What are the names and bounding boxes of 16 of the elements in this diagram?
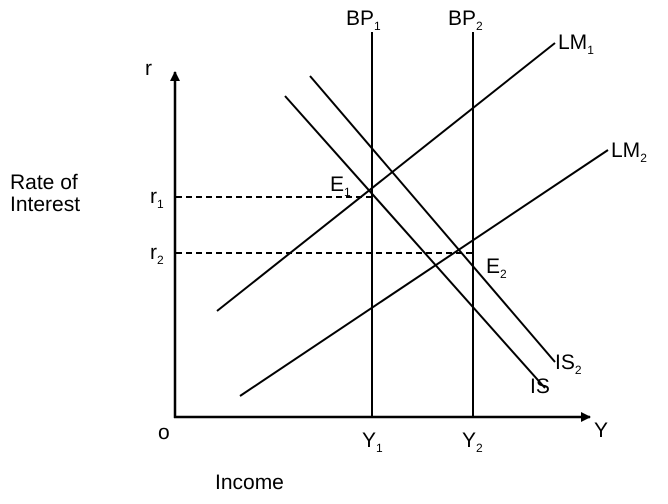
axis-label: r	[145, 58, 152, 80]
equilibrium-label: E$_{2}$	[486, 256, 507, 281]
curve-label: IS$_{2}$	[555, 352, 582, 377]
axis-tick-label: Y$_{2}$	[462, 430, 483, 455]
axis-title: Rate of Interest	[10, 172, 82, 216]
equilibrium-label: E$_{1}$	[330, 174, 351, 199]
axis-tick-label: r$_{1}$	[150, 186, 164, 211]
origin-label: o	[158, 422, 170, 444]
curve-label: LM$_{2}$	[611, 140, 647, 165]
curve-label: BP$_{1}$	[346, 8, 381, 33]
axis-tick-label: r$_{2}$	[150, 242, 164, 267]
curve-label: BP$_{2}$	[448, 8, 483, 33]
curve-label: LM$_{1}$	[558, 32, 594, 57]
axis-label: Y	[594, 420, 608, 442]
axis-title: Income	[215, 472, 284, 494]
axis-tick-label: Y$_{1}$	[362, 430, 383, 455]
